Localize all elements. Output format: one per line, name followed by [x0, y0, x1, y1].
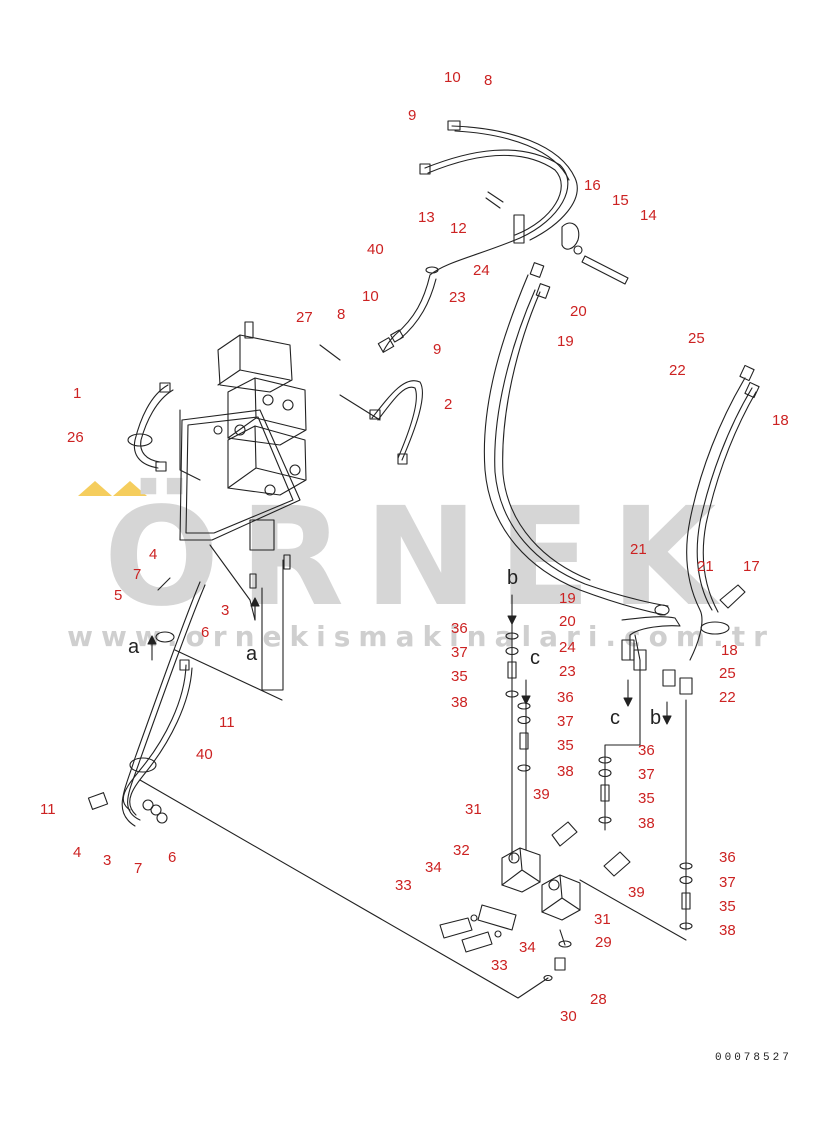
callout-3: 3: [221, 602, 230, 619]
callout-22: 22: [669, 362, 686, 379]
left-hoses: [87, 581, 206, 827]
callout-32: 32: [453, 842, 470, 859]
callout-37: 37: [638, 766, 655, 783]
callout-1: 1: [73, 385, 82, 402]
callout-25: 25: [688, 330, 705, 347]
view-mark-a: a: [246, 643, 258, 665]
callout-10: 10: [362, 288, 379, 305]
callout-9: 9: [433, 341, 442, 358]
callout-14: 14: [640, 207, 657, 224]
valve-blocks-lower: [439, 821, 631, 953]
callout-3: 3: [103, 852, 112, 869]
right-hoses: [654, 364, 760, 695]
callout-11: 11: [40, 801, 56, 818]
callout-7: 7: [134, 860, 143, 877]
callout-31: 31: [594, 911, 611, 928]
view-mark-b: b: [507, 567, 519, 589]
valve-block: [179, 321, 307, 589]
callout-38: 38: [638, 815, 655, 832]
callout-37: 37: [719, 874, 736, 891]
callout-40: 40: [367, 241, 384, 258]
callout-9: 9: [408, 107, 417, 124]
watermark-umlaut-dot: [78, 481, 112, 496]
callout-4: 4: [149, 546, 158, 563]
callout-38: 38: [451, 694, 468, 711]
callout-4: 4: [73, 844, 82, 861]
view-mark-a: a: [128, 636, 140, 658]
callout-13: 13: [418, 209, 435, 226]
callout-35: 35: [557, 737, 574, 754]
callout-8: 8: [484, 72, 493, 89]
leader-and-reference-lines: [139, 344, 687, 999]
view-mark-c: c: [530, 647, 540, 669]
watermark-brand: ÖRNEK: [103, 479, 737, 637]
hose-2: [369, 380, 423, 465]
callout-35: 35: [451, 668, 468, 685]
callout-35: 35: [719, 898, 736, 915]
callout-26: 26: [67, 429, 84, 446]
callout-6: 6: [168, 849, 177, 866]
callout-7: 7: [133, 566, 142, 583]
callout-36: 36: [638, 742, 655, 759]
callout-36: 36: [451, 620, 468, 637]
callout-19: 19: [557, 333, 574, 350]
callout-24: 24: [473, 262, 490, 279]
callout-6: 6: [201, 624, 210, 641]
fittings-and-orings: [505, 632, 693, 982]
callout-20: 20: [570, 303, 587, 320]
callout-38: 38: [719, 922, 736, 939]
hose-1: [127, 382, 174, 472]
callout-35: 35: [638, 790, 655, 807]
callout-29: 29: [595, 934, 612, 951]
callout-16: 16: [584, 177, 601, 194]
middle-hoses: [483, 262, 681, 671]
view-mark-c: c: [610, 707, 620, 729]
callout-37: 37: [451, 644, 468, 661]
callout-18: 18: [772, 412, 789, 429]
callout-23: 23: [559, 663, 576, 680]
watermark-url: www.ornekismakinalari.com.tr: [67, 620, 775, 653]
callout-39: 39: [628, 884, 645, 901]
callout-34: 34: [519, 939, 536, 956]
top-hose-assembly: [377, 120, 629, 353]
callout-30: 30: [560, 1008, 577, 1025]
callout-15: 15: [612, 192, 629, 209]
callout-2: 2: [444, 396, 453, 413]
callout-12: 12: [450, 220, 467, 237]
view-arrows: [147, 594, 672, 725]
callout-40: 40: [196, 746, 213, 763]
callout-18: 18: [721, 642, 738, 659]
callout-21: 21: [630, 541, 647, 558]
callout-39: 39: [533, 786, 550, 803]
drawing-code: 00078527: [715, 1052, 792, 1064]
callout-8: 8: [337, 306, 346, 323]
callout-17: 17: [743, 558, 760, 575]
callout-23: 23: [449, 289, 466, 306]
callout-33: 33: [491, 957, 508, 974]
callout-36: 36: [719, 849, 736, 866]
callout-20: 20: [559, 613, 576, 630]
callout-31: 31: [465, 801, 482, 818]
callout-25: 25: [719, 665, 736, 682]
callout-37: 37: [557, 713, 574, 730]
callout-27: 27: [296, 309, 313, 326]
callout-10: 10: [444, 69, 461, 86]
callout-19: 19: [559, 590, 576, 607]
callout-28: 28: [590, 991, 607, 1008]
view-mark-b: b: [650, 707, 662, 729]
callout-22: 22: [719, 689, 736, 706]
callout-33: 33: [395, 877, 412, 894]
callout-38: 38: [557, 763, 574, 780]
callout-11: 11: [219, 714, 235, 731]
callout-5: 5: [114, 587, 123, 604]
callout-36: 36: [557, 689, 574, 706]
callout-34: 34: [425, 859, 442, 876]
callout-24: 24: [559, 639, 576, 656]
watermark-umlaut-dot: [113, 481, 147, 496]
callout-21: 21: [697, 558, 714, 575]
